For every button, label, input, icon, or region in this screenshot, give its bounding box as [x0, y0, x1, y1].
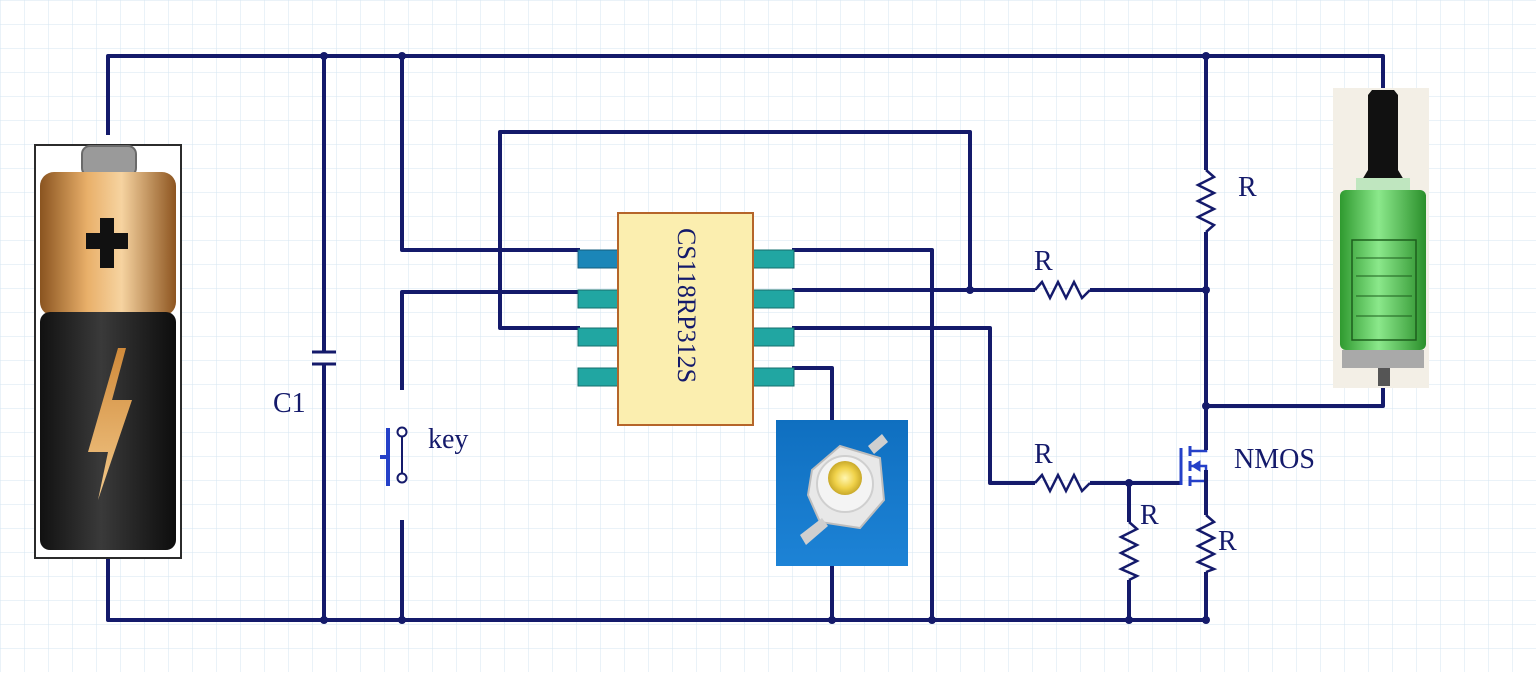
transistor-label: NMOS: [1234, 444, 1315, 475]
switch-label: key: [428, 424, 468, 455]
resistor-source-label: R: [1218, 526, 1237, 557]
resistor-mid: [1034, 279, 1091, 301]
resistor-low-label: R: [1034, 439, 1053, 470]
resistor-gate: [1118, 521, 1140, 582]
resistor-top: [1195, 169, 1217, 233]
resistor-low: [1034, 472, 1091, 494]
wires: [106, 54, 1385, 622]
atomizer-icon: [1333, 88, 1429, 388]
resistor-gate-label: R: [1140, 500, 1159, 531]
chip-label: CS118RP312S: [672, 228, 701, 383]
led-icon: [776, 420, 908, 566]
battery-icon: [34, 144, 182, 559]
junctions: [320, 52, 1210, 624]
resistor-source: [1195, 514, 1218, 574]
resistor-mid-label: R: [1034, 246, 1053, 277]
resistor-top-label: R: [1238, 172, 1257, 203]
capacitor-label: C1: [273, 388, 306, 419]
push-switch: [380, 426, 408, 486]
capacitor-c1: [312, 350, 336, 366]
ic-chip: [577, 212, 795, 426]
